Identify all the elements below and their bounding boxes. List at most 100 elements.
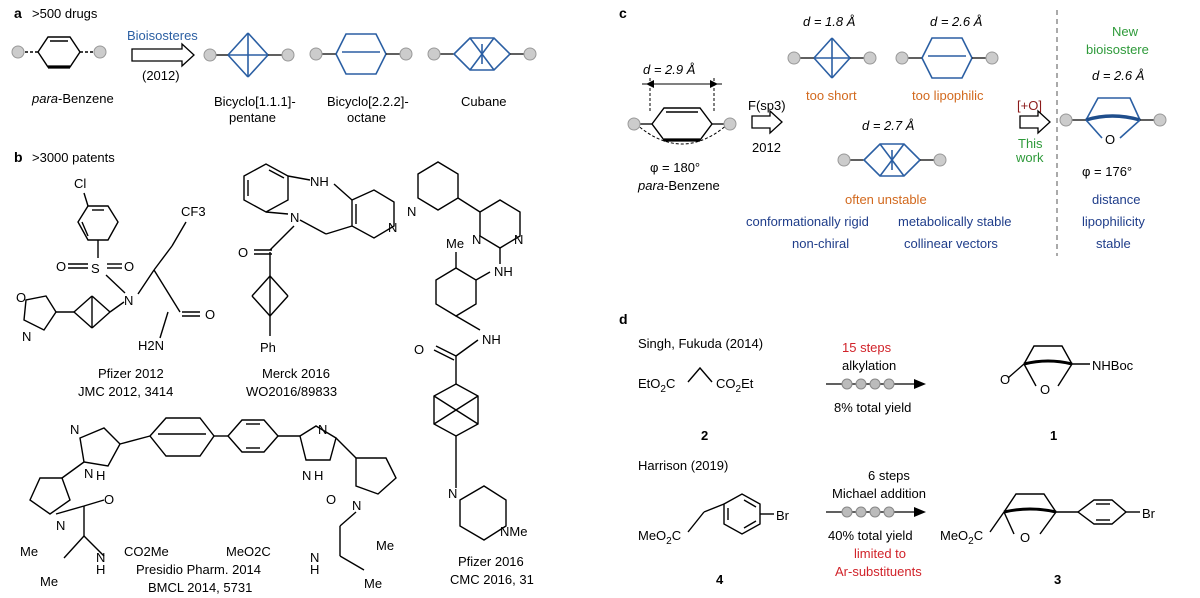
route2-author: Harrison (2019) xyxy=(638,458,728,473)
panel-b-label: b xyxy=(14,149,23,165)
pfizer-2012-line2: JMC 2012, 3414 xyxy=(78,384,173,399)
svg-text:O: O xyxy=(124,259,134,274)
open-arrow-a xyxy=(131,42,195,68)
merck-2016-line1: Merck 2016 xyxy=(262,366,330,381)
bcp-label-line2: pentane xyxy=(229,110,276,125)
svg-text:N: N xyxy=(96,550,105,565)
svg-text:Me: Me xyxy=(446,236,464,251)
pfizer-2012-line1: Pfizer 2012 xyxy=(98,366,164,381)
panel-d: d Singh, Fukuda (2014) EtO2C CO2Et 2 15 … xyxy=(619,311,1156,587)
often-unstable-label: often unstable xyxy=(845,192,927,207)
svg-text:N: N xyxy=(407,204,416,219)
bco-label-line2: octane xyxy=(347,110,386,125)
benzene-structure-a xyxy=(11,36,107,69)
pfizer-2016-line2: CMC 2016, 31 xyxy=(450,572,534,587)
svg-text:S: S xyxy=(91,261,100,276)
non-chiral-label: non-chiral xyxy=(792,236,849,251)
open-arrow-c1 xyxy=(751,109,783,135)
too-short-label: too short xyxy=(806,88,857,103)
route2-reaction: Michael addition xyxy=(832,486,926,501)
svg-text:H: H xyxy=(96,468,105,483)
pfizer-2012-molecule: Cl S O O N CF3 O H2N xyxy=(16,176,215,353)
svg-text:O: O xyxy=(238,245,248,260)
svg-text:Ph: Ph xyxy=(260,340,276,355)
panel-a: a >500 drugs para-Benzene Bioisosteres (… xyxy=(11,5,537,125)
route2-yield: 40% total yield xyxy=(828,528,913,543)
cubane-structure-a xyxy=(427,37,537,71)
product-3-structure: MeO2C O Br xyxy=(940,493,1156,547)
route1-product-number: 1 xyxy=(1050,428,1057,443)
svg-text:N: N xyxy=(124,293,133,308)
arrow-year-a: (2012) xyxy=(142,68,180,83)
svg-text:O: O xyxy=(16,290,26,305)
svg-text:O: O xyxy=(414,342,424,357)
benzene-structure-c xyxy=(627,78,737,145)
svg-text:N: N xyxy=(56,518,65,533)
route2-arrow xyxy=(826,506,926,518)
lipophilicity-label: lipophilicity xyxy=(1082,214,1145,229)
route1-steps: 15 steps xyxy=(842,340,892,355)
svg-text:O: O xyxy=(1020,530,1030,545)
cubane-structure-c xyxy=(837,143,947,177)
benzene-label-a: para-Benzene xyxy=(31,91,114,106)
svg-text:N: N xyxy=(318,422,327,437)
bcp-structure-a xyxy=(203,32,295,78)
svg-text:CF3: CF3 xyxy=(181,204,206,219)
svg-text:MeO2C: MeO2C xyxy=(226,544,271,559)
svg-text:NH: NH xyxy=(482,332,501,347)
bcp-label-line1: Bicyclo[1.1.1]- xyxy=(214,94,296,109)
svg-text:NMe: NMe xyxy=(500,524,527,539)
bioisosteres-label: Bioisosteres xyxy=(127,28,198,43)
presidio-line1: Presidio Pharm. 2014 xyxy=(136,562,261,577)
route1-reaction: alkylation xyxy=(842,358,896,373)
svg-text:Me: Me xyxy=(20,544,38,559)
panel-a-title: >500 drugs xyxy=(32,6,98,21)
merck-2016-line2: WO2016/89833 xyxy=(246,384,337,399)
panel-d-label: d xyxy=(619,311,628,327)
svg-text:N: N xyxy=(448,486,457,501)
svg-text:O: O xyxy=(1105,132,1115,147)
distance-label: distance xyxy=(1092,192,1140,207)
merck-2016-molecule: NH N N O Ph xyxy=(238,163,397,355)
svg-text:N: N xyxy=(302,468,311,483)
phi-new-label: φ = 176° xyxy=(1082,164,1132,179)
presidio-2014-molecule: N N H N N N H N O xyxy=(20,417,397,591)
svg-text:CO2Me: CO2Me xyxy=(124,544,169,559)
benzene-label-c: para-Benzene xyxy=(637,178,720,193)
svg-text:O: O xyxy=(205,307,215,322)
arrow1-year: 2012 xyxy=(752,140,781,155)
route1-sm: EtO2C xyxy=(638,376,675,395)
d-benzene-label: d = 2.9 Å xyxy=(643,62,695,77)
svg-text:NHBoc: NHBoc xyxy=(1092,358,1134,373)
d-new-label: d = 2.6 Å xyxy=(1092,68,1144,83)
svg-text:Cl: Cl xyxy=(74,176,86,191)
bco-structure-c xyxy=(895,37,999,79)
route2-steps: 6 steps xyxy=(868,468,910,483)
new-label-line2: bioisostere xyxy=(1086,42,1149,57)
svg-text:MeO2C: MeO2C xyxy=(940,528,983,547)
panel-c-label: c xyxy=(619,5,627,21)
this-work-line2: work xyxy=(1015,150,1044,165)
too-lipophilic-label: too lipophilic xyxy=(912,88,984,103)
cubane-label-a: Cubane xyxy=(461,94,507,109)
route1-sm-number: 2 xyxy=(701,428,708,443)
pfizer-2016-molecule: N N N NH Me NH O N NMe xyxy=(407,161,527,541)
new-label-line1: New xyxy=(1112,24,1139,39)
stable-label: stable xyxy=(1096,236,1131,251)
sm-4-structure: MeO2C Br xyxy=(638,493,790,547)
bcp-structure-c xyxy=(787,37,877,79)
pfizer-2016-line1: Pfizer 2016 xyxy=(458,554,524,569)
d-bcp-label: d = 1.8 Å xyxy=(803,14,855,29)
svg-text:N: N xyxy=(352,498,361,513)
svg-text:O: O xyxy=(1040,382,1050,397)
route2-product-number: 3 xyxy=(1054,572,1061,587)
svg-text:N: N xyxy=(290,210,299,225)
svg-text:NH: NH xyxy=(494,264,513,279)
presidio-line2: BMCL 2014, 5731 xyxy=(148,580,252,595)
bco-label-line1: Bicyclo[2.2.2]- xyxy=(327,94,409,109)
route1-sm-right: CO2Et xyxy=(716,376,754,395)
oxabco-structure-c: O xyxy=(1059,97,1167,147)
open-arrow-c2 xyxy=(1019,109,1051,135)
svg-text:H: H xyxy=(310,562,319,577)
